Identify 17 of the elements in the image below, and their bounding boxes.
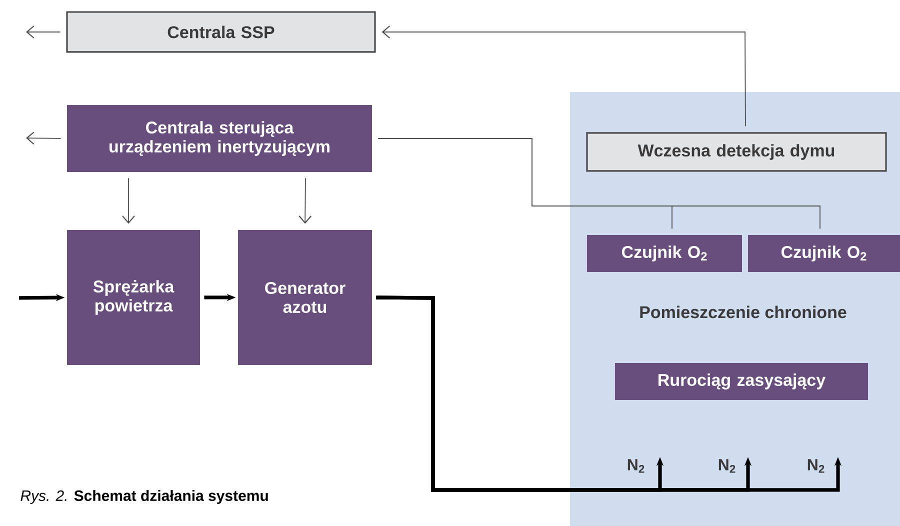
process-box: Generator azotu (238, 230, 372, 365)
caption: Rys. 2. Schemat działania systemu (20, 490, 268, 504)
arrow (26, 132, 62, 145)
arrow (26, 26, 61, 38)
process-box: Centrala sterująca urządzeniem inertyzującym (67, 105, 372, 172)
process-box: Centrala SSP (66, 11, 376, 53)
edge-label: N$_{2}$ (718, 459, 736, 473)
process-box: Wczesna detekcja dymu (586, 132, 887, 172)
process-box: Sprężarka powietrza (67, 230, 200, 365)
edge-label: N$_{2}$ (808, 459, 824, 473)
arrow (382, 26, 746, 127)
sensor-box: Rurociąg zasysający (615, 362, 868, 400)
arrow (122, 178, 135, 224)
edge-label: N$_{2}$ (628, 459, 644, 473)
sensor-box: Czujnik O$_{2}$ (587, 234, 742, 272)
sensor-box: Czujnik O$_{2}$ (748, 234, 900, 272)
arrow (298, 178, 312, 224)
